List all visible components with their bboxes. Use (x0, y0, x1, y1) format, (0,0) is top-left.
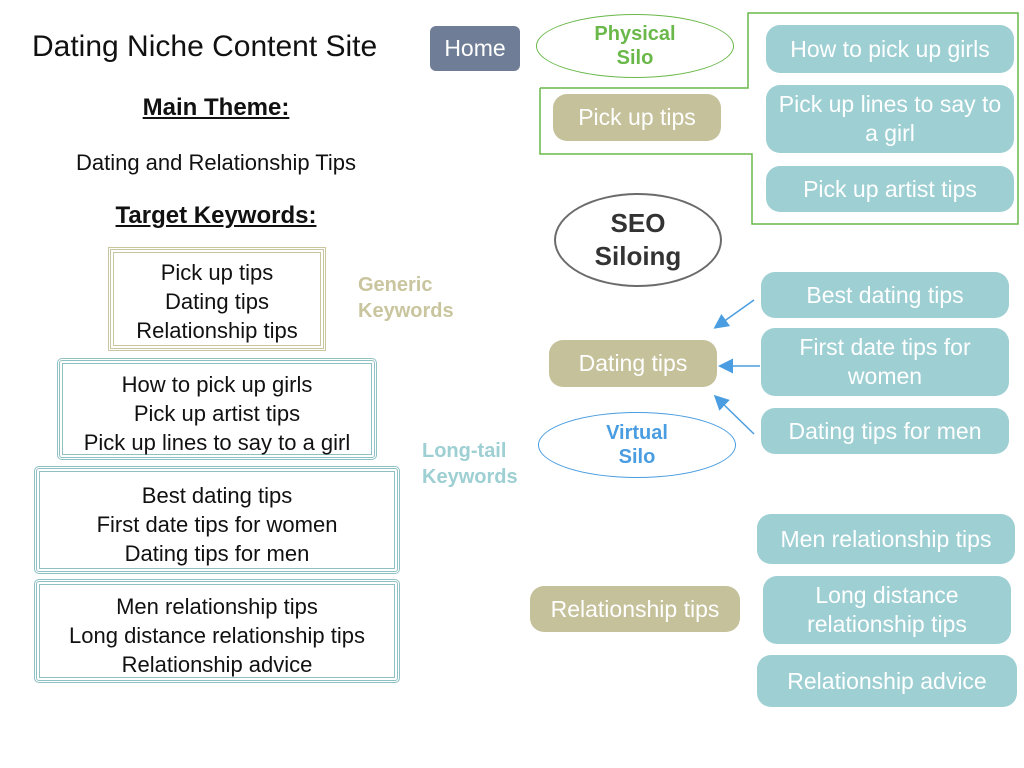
physical-silo-outline (539, 12, 1019, 225)
keyword: Relationship advice (121, 652, 313, 677)
keyword: Men relationship tips (116, 594, 318, 619)
seo-siloing-oval: SEO Siloing (554, 193, 722, 287)
longtail-keyword-box-dating: Best dating tips First date tips for wom… (34, 466, 400, 574)
keyword: Pick up lines to say to a girl (83, 430, 351, 455)
virtual-silo-label: Virtual Silo (606, 422, 668, 468)
child-node: First date tips for women (761, 328, 1009, 396)
child-node: Pick up artist tips (766, 166, 1014, 212)
child-node: How to pick up girls (766, 25, 1014, 73)
target-keywords-heading: Target Keywords: (115, 202, 317, 229)
child-node: Dating tips for men (761, 408, 1009, 454)
parent-node-pickup: Pick up tips (553, 94, 721, 141)
keyword: Dating tips for men (124, 541, 310, 566)
child-node: Relationship advice (757, 655, 1017, 707)
keyword: Best dating tips (141, 483, 293, 508)
parent-node-relationship: Relationship tips (530, 586, 740, 632)
page-title: Dating Niche Content Site (32, 30, 378, 63)
main-theme-heading: Main Theme: (142, 94, 290, 121)
home-node: Home (430, 26, 520, 71)
keyword: Dating tips (165, 289, 269, 314)
keyword: Long distance relationship tips (69, 623, 365, 648)
longtail-keywords-label: Long-tail Keywords (422, 440, 518, 488)
generic-keyword-box: Pick up tips Dating tips Relationship ti… (108, 247, 326, 351)
keyword: Relationship tips (136, 318, 298, 343)
longtail-keyword-box-relationship: Men relationship tips Long distance rela… (34, 579, 400, 683)
generic-keywords-label: Generic Keywords (358, 274, 454, 322)
child-node: Long distance relationship tips (763, 576, 1011, 644)
arrow-best-dating (713, 299, 755, 329)
child-node: Pick up lines to say to a girl (766, 85, 1014, 153)
keyword: First date tips for women (96, 512, 338, 537)
parent-node-dating: Dating tips (549, 340, 717, 387)
keyword: Pick up artist tips (133, 401, 301, 426)
keyword: Pick up tips (160, 260, 274, 285)
longtail-keyword-box-pickup: How to pick up girls Pick up artist tips… (57, 358, 377, 460)
child-node: Best dating tips (761, 272, 1009, 318)
keyword: How to pick up girls (121, 372, 313, 397)
physical-silo-oval: Physical Silo (536, 14, 734, 78)
seo-siloing-label: SEO Siloing (594, 208, 682, 271)
main-theme-value: Dating and Relationship Tips (75, 150, 357, 175)
child-node: Men relationship tips (757, 514, 1015, 564)
arrow-dating-men (713, 394, 755, 435)
physical-silo-label: Physical Silo (594, 23, 676, 69)
virtual-silo-oval: Virtual Silo (538, 412, 736, 478)
